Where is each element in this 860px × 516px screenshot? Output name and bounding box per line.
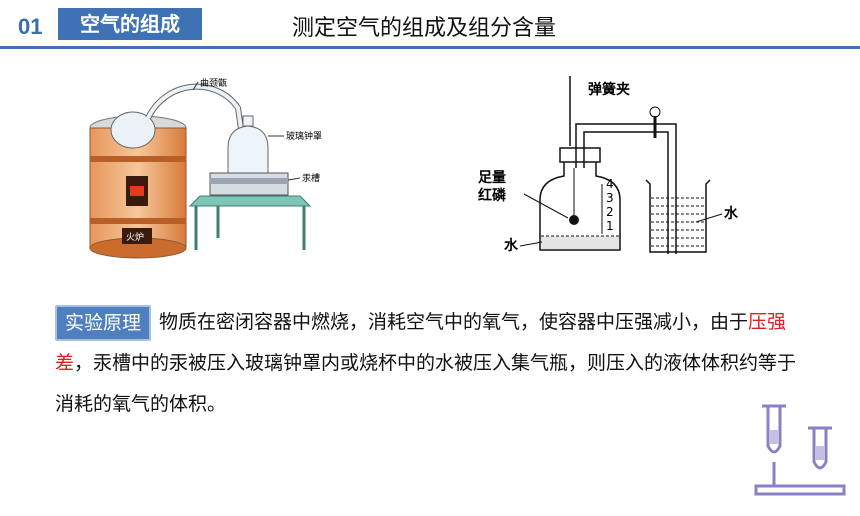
principle-badge: 实验原理 [55,304,152,341]
scale-mark: 1 [606,219,614,233]
furnace-label: 火炉 [126,231,144,243]
water-label-left: 水 [504,237,519,254]
scale-mark: 3 [606,191,614,205]
experiment-principle: 实验原理物质在密闭容器中燃烧，消耗空气中的氧气，使容器中压强减小，由于压强差，汞… [55,302,805,425]
header-divider [0,46,860,49]
red-phosphorus-label-2: 红磷 [478,187,507,204]
red-phosphorus-label-1: 足量 [478,170,506,186]
red-phosphorus-apparatus-figure: 弹簧夹 4 3 2 1 足量 红磷 水 水 [478,76,739,254]
test-tube-rack-icon [754,404,846,496]
section-number: 01 [18,14,43,39]
section-tag: 空气的组成 [58,8,202,40]
principle-text-1: 物质在密闭容器中燃烧，消耗空气中的氧气，使容器中压强减小，由于 [159,311,749,333]
mercury-trough-label: 汞槽 [302,172,320,184]
page-title: 测定空气的组成及组分含量 [292,16,557,41]
lavoisier-apparatus-figure: 火炉 曲颈甑 玻璃钟罩 汞槽 [89,78,322,259]
retort-label: 曲颈甑 [200,78,227,89]
pressure-difference-highlight: 压强差 [55,311,787,374]
bell-jar-label: 玻璃钟罩 [286,130,322,142]
water-label-right: 水 [724,205,739,222]
scale-mark: 4 [606,177,614,191]
scale-mark: 2 [606,205,614,219]
clamp-label: 弹簧夹 [588,81,630,98]
principle-text-2: ，汞槽中的汞被压入玻璃钟罩内或烧杯中的水被压入集气瓶，则压入的液体体积约等于消耗… [55,352,797,415]
